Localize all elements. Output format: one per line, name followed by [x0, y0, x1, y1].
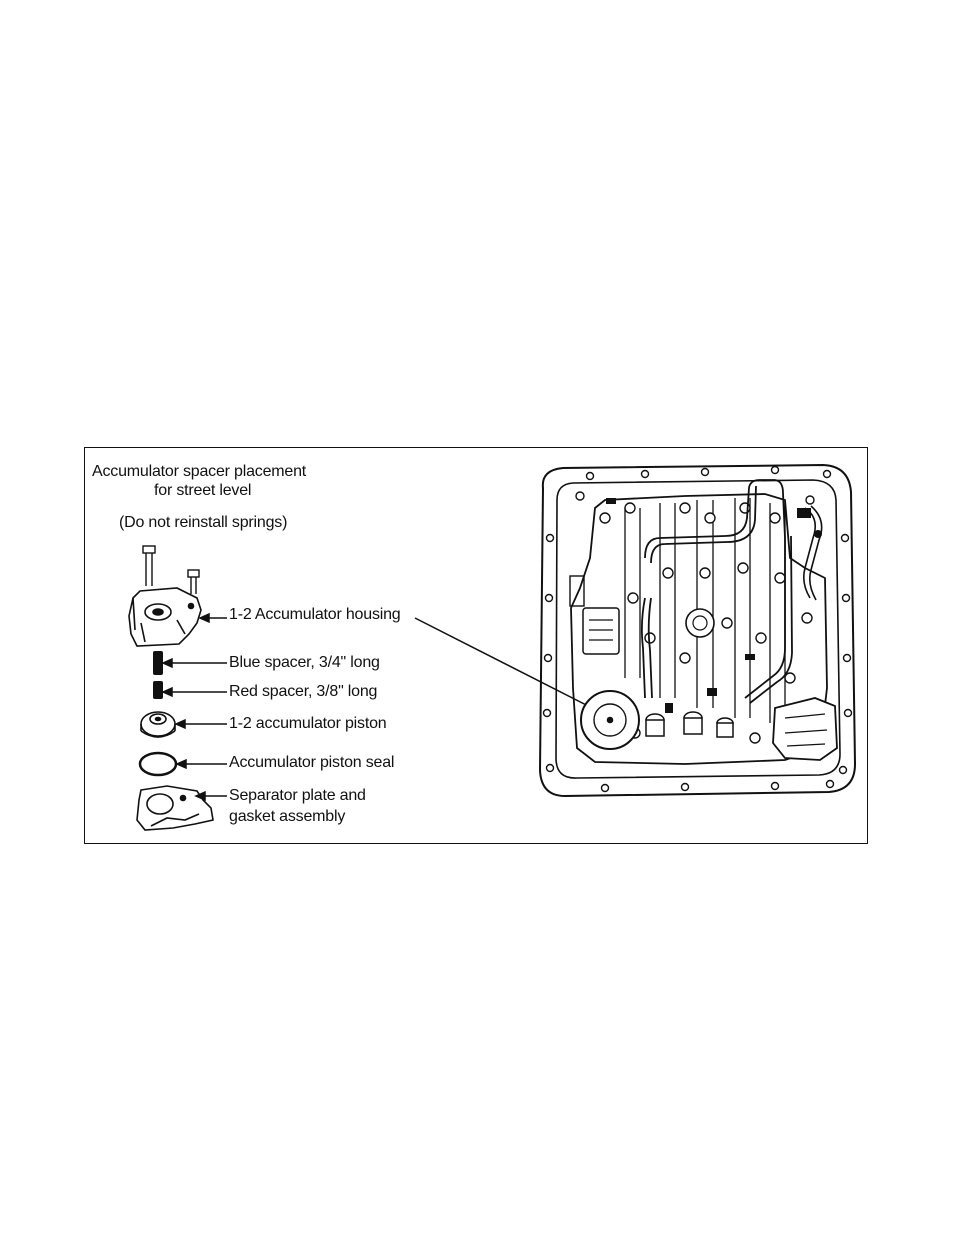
figure-note: (Do not reinstall springs) [119, 514, 288, 531]
separator-plate-drawing [136, 785, 214, 831]
label-separator-plate-line2: gasket assembly [229, 808, 346, 825]
blue-spacer-drawing [153, 651, 163, 675]
label-arrows [161, 612, 601, 802]
seal-drawing [138, 751, 178, 777]
label-blue-spacer: Blue spacer, 3/4" long [229, 654, 380, 671]
piston-drawing [140, 711, 176, 738]
accumulator-housing-drawing [128, 587, 202, 647]
label-separator-plate-line1: Separator plate and [229, 787, 366, 804]
valve-body-illustration [538, 463, 857, 798]
red-spacer-drawing [153, 681, 163, 699]
accumulator-diagram-figure: Accumulator spacer placement for street … [84, 447, 868, 844]
figure-title-line2: for street level [154, 482, 252, 499]
label-accumulator-housing: 1-2 Accumulator housing [229, 606, 401, 623]
label-red-spacer: Red spacer, 3/8" long [229, 683, 378, 700]
figure-title-line1: Accumulator spacer placement [92, 463, 307, 480]
bolt-long [142, 545, 156, 586]
label-accumulator-piston: 1-2 accumulator piston [229, 715, 387, 732]
label-piston-seal: Accumulator piston seal [229, 754, 395, 771]
bolt-short [187, 569, 200, 594]
diagram-artwork [128, 463, 857, 831]
